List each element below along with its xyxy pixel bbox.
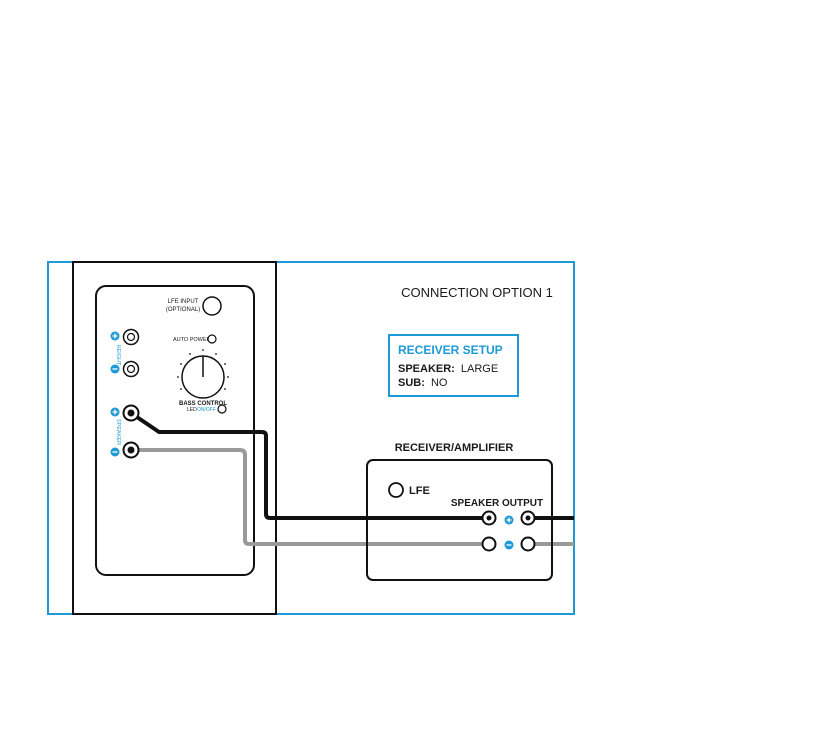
diagram-frame <box>48 262 574 614</box>
subwoofer-cabinet <box>73 262 276 614</box>
receiver-left-negative-jack[interactable] <box>483 538 496 551</box>
receiver-title: RECEIVER/AMPLIFIER <box>395 442 514 454</box>
plus-circle-icon <box>111 408 120 417</box>
lfe-input-jack[interactable] <box>203 297 221 315</box>
speaker-setting-key: SPEAKER: <box>398 363 455 375</box>
lfe-input-optional-label: (OPTIONAL) <box>166 307 200 313</box>
speaker-setting-value: LARGE <box>461 363 498 375</box>
auto-power-label: AUTO POWER <box>173 337 211 343</box>
negative-cable <box>131 450 574 544</box>
height-negative-jack[interactable] <box>124 362 139 377</box>
minus-circle-icon <box>111 448 120 457</box>
speaker-output-label: SPEAKER OUTPUT <box>451 498 543 509</box>
height-positive-jack[interactable] <box>124 330 139 345</box>
lfe-input-label: LFE INPUT <box>168 299 199 305</box>
receiver-setup-title: RECEIVER SETUP <box>398 343 503 357</box>
sub-setting-value: NO <box>431 377 448 389</box>
speaker-setting: SPEAKER: LARGE <box>398 363 498 375</box>
speaker-negative-jack[interactable] <box>124 443 139 458</box>
sub-setting-key: SUB: <box>398 377 425 389</box>
connection-option-title: CONNECTION OPTION 1 <box>401 285 553 300</box>
plus-circle-icon <box>505 516 514 525</box>
led-label: LED <box>187 407 197 413</box>
plus-circle-icon <box>111 332 120 341</box>
led-switch[interactable] <box>218 405 226 413</box>
sub-setting: SUB: NO <box>398 377 448 389</box>
height-label: HEIGHT <box>115 345 121 366</box>
minus-circle-icon <box>505 541 514 550</box>
bass-control-knob[interactable] <box>182 356 224 398</box>
led-state-label: ON/OFF <box>197 407 216 413</box>
receiver-left-positive-jack[interactable] <box>483 512 496 525</box>
auto-power-led <box>208 335 216 343</box>
speaker-input-label: SPEAKER <box>115 419 121 445</box>
receiver-right-positive-jack[interactable] <box>522 512 535 525</box>
speaker-positive-jack[interactable] <box>124 406 139 421</box>
minus-circle-icon <box>111 365 120 374</box>
receiver-lfe-jack[interactable] <box>389 483 403 497</box>
receiver-right-negative-jack[interactable] <box>522 538 535 551</box>
receiver-lfe-label: LFE <box>409 485 430 497</box>
